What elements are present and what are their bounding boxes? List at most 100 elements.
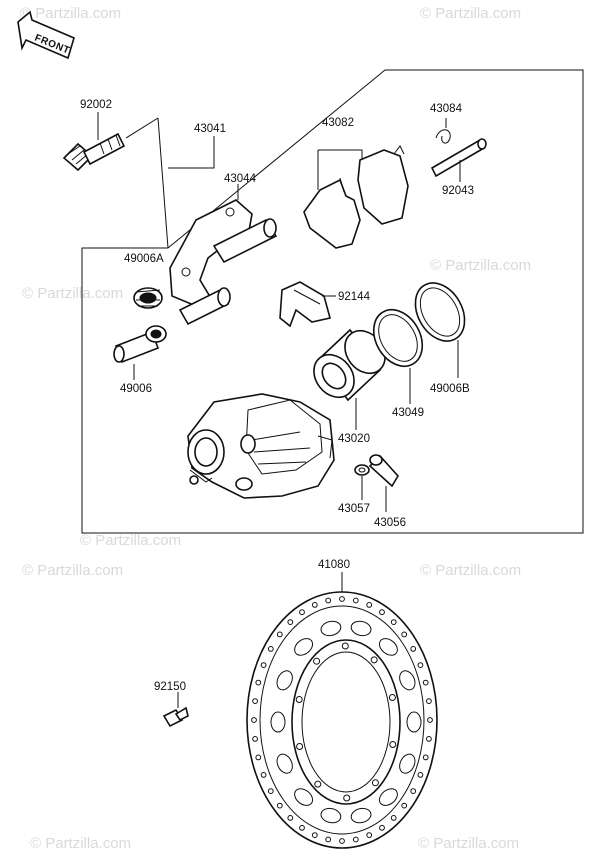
label-92144: 92144: [338, 291, 371, 303]
disc-vent-hole: [426, 698, 432, 704]
disc-vent-hole: [255, 754, 262, 761]
disc-vent-hole: [260, 772, 267, 778]
label-49006a: 49006A: [124, 253, 164, 265]
disc-vent-hole: [251, 717, 257, 723]
disc-vent-hole: [401, 802, 408, 809]
disc-slot: [276, 753, 293, 774]
disc-vent-hole: [311, 602, 318, 608]
disc-slot: [270, 711, 286, 733]
disc-mount-hole: [314, 780, 322, 788]
part-43057-cap: [354, 464, 370, 500]
part-49006b-seal: [414, 282, 466, 378]
disc-vent-hole: [339, 596, 345, 602]
label-43084: 43084: [430, 103, 463, 115]
part-92043-pin: [430, 138, 487, 182]
part-43084-clip: [435, 118, 451, 144]
disc-vent-hole: [410, 788, 417, 794]
disc-slot: [350, 807, 372, 824]
disc-vent-hole: [379, 609, 385, 616]
disc-vent-hole: [422, 679, 429, 686]
disc-vent-hole: [339, 838, 345, 844]
disc-mount-hole: [296, 743, 304, 750]
disc-slot: [399, 670, 416, 691]
part-92144-spring: [279, 281, 336, 328]
disc-slot: [406, 711, 422, 733]
disc-mount-hole: [370, 656, 378, 664]
label-43049: 43049: [392, 407, 424, 419]
label-92043: 92043: [442, 185, 474, 197]
disc-vent-hole: [379, 824, 385, 831]
disc-vent-hole: [426, 736, 432, 742]
label-41080: 41080: [318, 559, 350, 571]
part-43056-bleeder: [368, 454, 399, 512]
disc-vent-hole: [325, 836, 332, 843]
watermark: © Partzilla.com: [420, 5, 521, 22]
disc-vent-hole: [401, 631, 408, 638]
label-43082: 43082: [322, 117, 354, 129]
disc-mount-hole: [343, 794, 351, 802]
disc-mount-hole: [389, 741, 397, 748]
part-43044-bracket: [169, 184, 278, 326]
part-92002-bolt: [62, 132, 126, 172]
disc-vent-hole: [427, 717, 433, 723]
disc-mount-hole: [313, 657, 321, 665]
watermark: © Partzilla.com: [22, 562, 123, 579]
watermarks: © Partzilla.com © Partzilla.com © Partzi…: [20, 5, 531, 852]
disc-mount-hole: [371, 779, 379, 787]
disc-mount-hole: [295, 696, 303, 703]
disc-slot: [276, 670, 293, 691]
disc-mount-hole: [388, 694, 396, 701]
part-43082-pads: [303, 145, 409, 249]
label-43041: 43041: [194, 123, 226, 135]
disc-vent-hole: [299, 609, 305, 616]
part-49006-pin: [113, 325, 167, 380]
label-43044: 43044: [224, 173, 257, 185]
disc-vent-hole: [366, 832, 373, 838]
disc-vent-hole: [299, 824, 305, 831]
label-49006b: 49006B: [430, 383, 470, 395]
label-92002: 92002: [80, 99, 112, 111]
disc-vent-hole: [287, 815, 294, 821]
disc-slot: [320, 807, 342, 824]
label-43020: 43020: [338, 433, 370, 445]
disc-vent-hole: [422, 754, 429, 761]
disc-slot: [294, 638, 314, 656]
disc-vent-hole: [260, 662, 267, 668]
part-41080-disc: [246, 572, 438, 849]
disc-vent-hole: [255, 679, 262, 686]
disc-vent-hole: [352, 836, 359, 843]
part-labels: 92002 43041 43082 43084 43044 92043 4900…: [80, 99, 474, 693]
watermark: © Partzilla.com: [418, 835, 519, 852]
disc-vent-hole: [390, 815, 397, 821]
disc-vent-hole: [366, 602, 373, 608]
label-49006: 49006: [120, 383, 152, 395]
label-43056: 43056: [374, 517, 406, 529]
assembly-outline: [81, 69, 584, 534]
disc-vent-hole: [276, 802, 283, 809]
disc-vent-hole: [311, 832, 318, 838]
disc-vent-hole: [287, 619, 294, 625]
disc-slot: [320, 620, 342, 637]
watermark: © Partzilla.com: [30, 835, 131, 852]
disc-vent-hole: [267, 646, 274, 652]
watermark: © Partzilla.com: [22, 285, 123, 302]
disc-slot: [378, 788, 398, 806]
part-92150-bolt: [162, 692, 189, 728]
disc-vent-hole: [352, 597, 359, 604]
disc-mount-hole: [341, 642, 349, 650]
disc-vent-hole: [410, 646, 417, 652]
watermark: © Partzilla.com: [80, 532, 181, 549]
disc-vent-hole: [417, 662, 424, 668]
watermark: © Partzilla.com: [20, 5, 121, 22]
disc-vent-hole: [252, 736, 259, 742]
part-43049-seal: [372, 308, 424, 404]
disc-vent-hole: [276, 631, 283, 638]
disc-vent-hole: [252, 698, 259, 704]
label-43057: 43057: [338, 503, 370, 515]
disc-slot: [399, 753, 416, 774]
disc-vent-hole: [390, 619, 397, 625]
disc-vent-hole: [267, 788, 274, 794]
disc-slot: [378, 638, 398, 656]
